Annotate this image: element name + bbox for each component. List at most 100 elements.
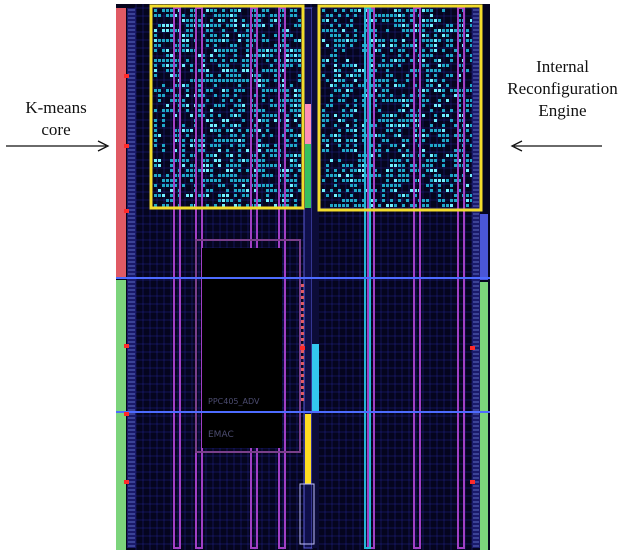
kmeans-logic-cell (158, 14, 161, 17)
kmeans-logic-cell (262, 14, 265, 17)
engine-logic-cell (406, 79, 409, 82)
kmeans-logic-cell (266, 79, 269, 82)
engine-logic-cell (354, 109, 357, 112)
kmeans-logic-cell (266, 189, 269, 192)
engine-logic-cell (410, 119, 413, 122)
engine-logic-cell (394, 59, 397, 62)
kmeans-logic-cell (210, 54, 213, 57)
engine-logic-cell (346, 164, 349, 167)
engine-logic-cell (394, 134, 397, 137)
red-marker (470, 346, 475, 350)
engine-logic-cell (342, 99, 345, 102)
engine-logic-cell (374, 39, 377, 42)
engine-logic-cell (402, 19, 405, 22)
kmeans-logic-cell (274, 189, 277, 192)
kmeans-logic-cell (166, 174, 169, 177)
center-red-tick (300, 398, 304, 401)
kmeans-logic-cell (242, 179, 245, 182)
engine-logic-cell (466, 159, 469, 162)
kmeans-logic-cell (210, 124, 213, 127)
center-red-tick (300, 362, 304, 365)
kmeans-logic-cell (226, 194, 229, 197)
engine-logic-cell (446, 44, 449, 47)
engine-logic-cell (450, 204, 453, 207)
kmeans-logic-cell (254, 54, 257, 57)
engine-logic-cell (430, 9, 433, 12)
engine-logic-cell (430, 109, 433, 112)
io-column-right-top (480, 214, 488, 280)
engine-logic-cell (354, 64, 357, 67)
engine-logic-cell (430, 54, 433, 57)
kmeans-logic-cell (202, 104, 205, 107)
kmeans-logic-cell (162, 119, 165, 122)
kmeans-logic-cell (218, 194, 221, 197)
kmeans-logic-cell (234, 139, 237, 142)
kmeans-logic-cell (214, 179, 217, 182)
engine-logic-cell (342, 169, 345, 172)
kmeans-logic-cell (246, 79, 249, 82)
kmeans-logic-cell (282, 199, 285, 202)
engine-logic-cell (438, 19, 441, 22)
engine-logic-cell (434, 154, 437, 157)
kmeans-logic-cell (214, 44, 217, 47)
engine-logic-cell (446, 189, 449, 192)
kmeans-logic-cell (246, 29, 249, 32)
kmeans-logic-cell (198, 84, 201, 87)
engine-logic-cell (362, 154, 365, 157)
kmeans-logic-cell (198, 139, 201, 142)
engine-logic-cell (414, 114, 417, 117)
engine-logic-cell (358, 189, 361, 192)
kmeans-logic-cell (186, 169, 189, 172)
center-red-tick (300, 308, 304, 311)
kmeans-logic-cell (198, 79, 201, 82)
kmeans-logic-cell (158, 194, 161, 197)
kmeans-logic-cell (222, 54, 225, 57)
kmeans-logic-cell (258, 144, 261, 147)
engine-logic-cell (362, 204, 365, 207)
engine-logic-cell (458, 99, 461, 102)
engine-logic-cell (338, 99, 341, 102)
engine-logic-cell (370, 144, 373, 147)
kmeans-logic-cell (282, 44, 285, 47)
engine-logic-cell (382, 139, 385, 142)
kmeans-logic-cell (226, 24, 229, 27)
engine-logic-cell (346, 124, 349, 127)
kmeans-logic-cell (226, 174, 229, 177)
engine-logic-cell (458, 94, 461, 97)
engine-logic-cell (326, 164, 329, 167)
engine-logic-cell (458, 159, 461, 162)
kmeans-logic-cell (270, 19, 273, 22)
engine-logic-cell (442, 94, 445, 97)
kmeans-logic-cell (230, 144, 233, 147)
engine-logic-cell (422, 34, 425, 37)
engine-logic-cell (370, 54, 373, 57)
kmeans-logic-cell (242, 24, 245, 27)
kmeans-logic-cell (262, 34, 265, 37)
kmeans-logic-cell (202, 94, 205, 97)
kmeans-logic-cell (254, 19, 257, 22)
kmeans-logic-cell (230, 44, 233, 47)
kmeans-logic-cell (166, 89, 169, 92)
kmeans-logic-cell (298, 89, 301, 92)
engine-logic-cell (322, 64, 325, 67)
engine-logic-cell (450, 39, 453, 42)
kmeans-logic-cell (154, 194, 157, 197)
engine-logic-cell (358, 74, 361, 77)
engine-logic-cell (394, 144, 397, 147)
engine-logic-cell (346, 139, 349, 142)
kmeans-logic-cell (290, 154, 293, 157)
engine-logic-cell (410, 204, 413, 207)
engine-logic-cell (398, 194, 401, 197)
kmeans-logic-cell (174, 94, 177, 97)
engine-logic-cell (350, 89, 353, 92)
engine-logic-cell (322, 114, 325, 117)
engine-logic-cell (346, 174, 349, 177)
engine-logic-cell (422, 64, 425, 67)
center-red-tick (300, 338, 304, 341)
engine-logic-cell (326, 14, 329, 17)
engine-logic-cell (378, 64, 381, 67)
center-red-tick (300, 380, 304, 383)
engine-logic-cell (402, 174, 405, 177)
engine-logic-cell (390, 124, 393, 127)
engine-logic-cell (398, 184, 401, 187)
